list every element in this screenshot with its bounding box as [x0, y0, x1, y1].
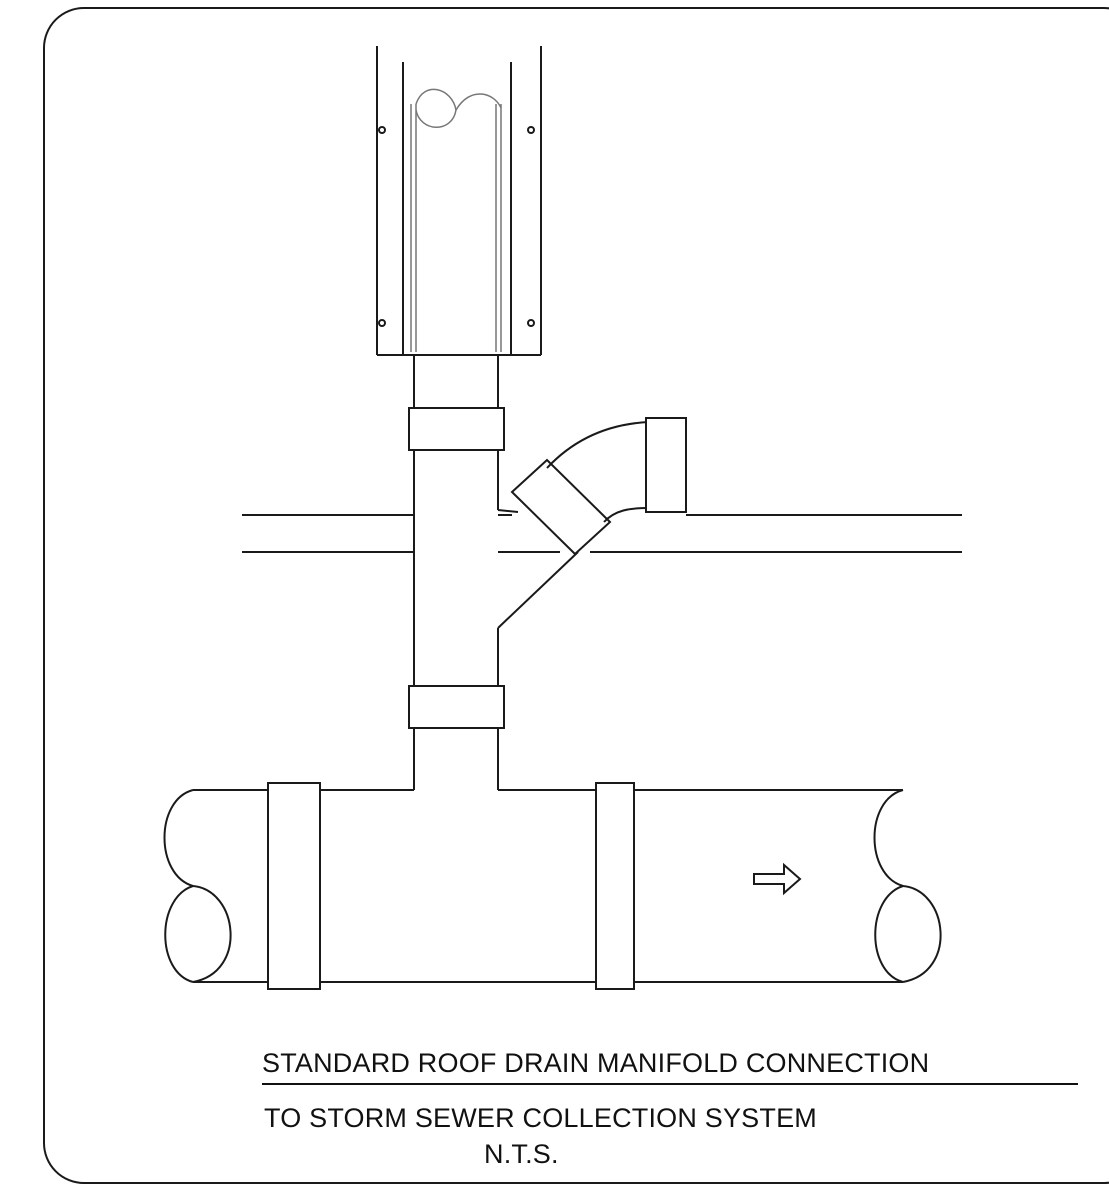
main-pipe-clamp-left	[267, 782, 321, 990]
elbow-hub	[645, 417, 687, 513]
downspout-sleeve	[376, 46, 542, 356]
inner-leader-pipe	[410, 88, 502, 352]
main-pipe-clamp-right	[595, 782, 635, 990]
scale-note: N.T.S.	[484, 1139, 559, 1169]
drawing-frame	[43, 7, 1109, 1184]
branch-elbow	[546, 421, 649, 523]
branch-coupling	[510, 458, 612, 556]
drawing-subtitle: TO STORM SEWER COLLECTION SYSTEM	[264, 1103, 817, 1133]
wye-branch-fitting	[497, 509, 579, 629]
lower-pipe-coupling	[408, 685, 505, 729]
pipe-break-left	[163, 789, 232, 983]
upper-pipe-coupling	[408, 407, 505, 451]
roof-deck-lines	[242, 514, 962, 553]
drawing-title: STANDARD ROOF DRAIN MANIFOLD CONNECTION	[262, 1050, 1078, 1085]
arrow-right-icon	[753, 862, 802, 896]
pipe-break-right	[873, 789, 942, 983]
sleeve-screws	[378, 126, 535, 327]
